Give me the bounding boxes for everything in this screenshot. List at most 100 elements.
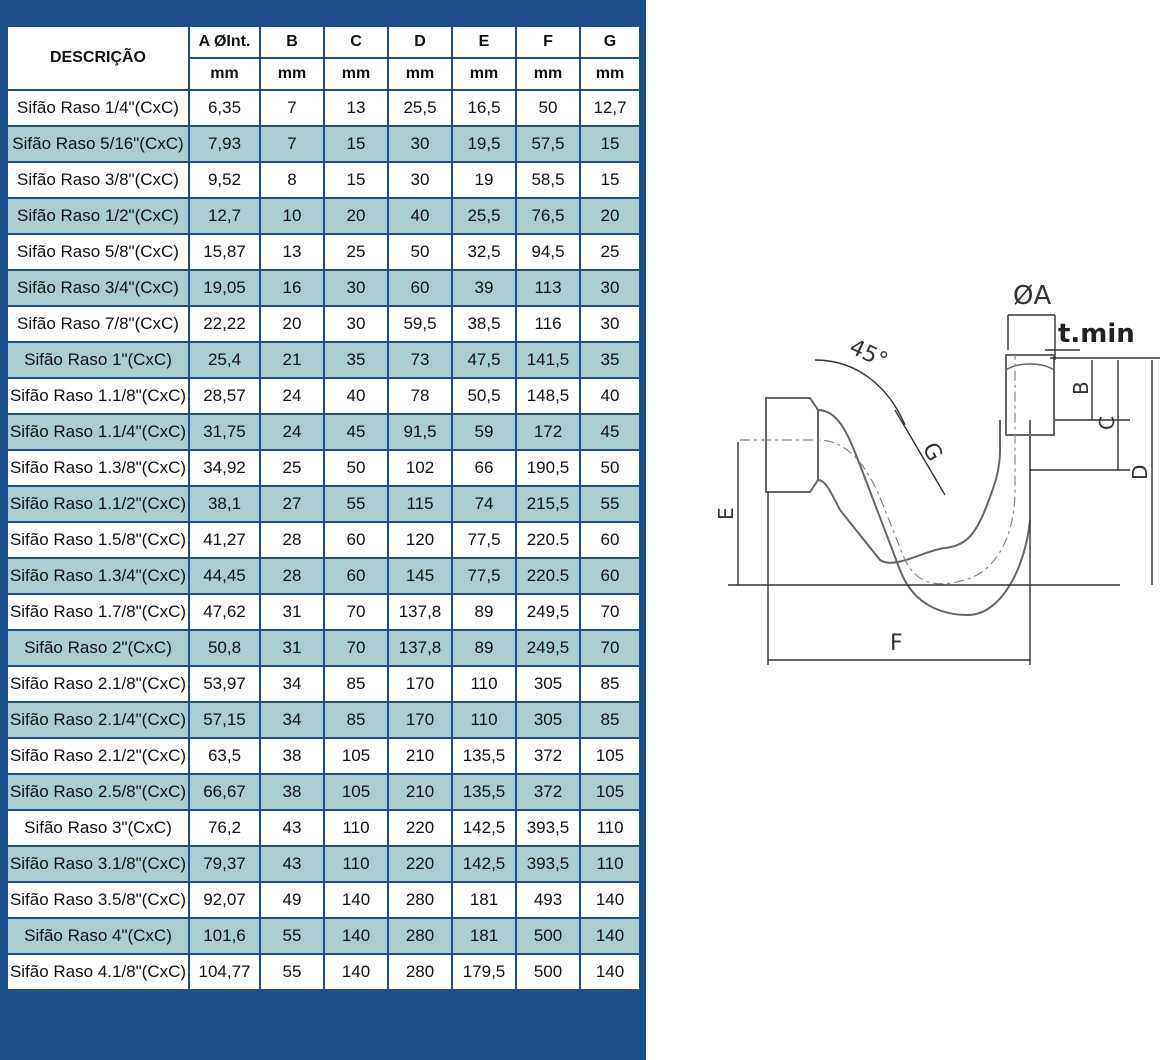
value-cell-c: 105: [323, 737, 389, 775]
value-cell-c: 15: [323, 161, 389, 199]
left-socket: [765, 397, 819, 493]
value-cell-a: 57,15: [188, 701, 261, 739]
value-cell-e: 74: [451, 485, 517, 523]
value-cell-d: 91,5: [387, 413, 453, 451]
value-cell-b: 16: [259, 269, 325, 307]
value-cell-a: 104,77: [188, 953, 261, 991]
col-header-b: B: [259, 25, 325, 59]
value-cell-g: 45: [579, 413, 641, 451]
value-cell-g: 105: [579, 737, 641, 775]
value-cell-c: 70: [323, 629, 389, 667]
value-cell-g: 85: [579, 701, 641, 739]
value-cell-f: 500: [515, 917, 581, 955]
description-cell: Sifão Raso 2.1/2"(CxC): [6, 737, 190, 775]
value-cell-a: 19,05: [188, 269, 261, 307]
value-cell-f: 57,5: [515, 125, 581, 163]
pipe-outer: [817, 409, 1031, 617]
value-cell-c: 105: [323, 773, 389, 811]
value-cell-f: 372: [515, 737, 581, 775]
value-cell-f: 393,5: [515, 809, 581, 847]
value-cell-a: 76,2: [188, 809, 261, 847]
description-cell: Sifão Raso 1.3/8"(CxC): [6, 449, 190, 487]
value-cell-f: 148,5: [515, 377, 581, 415]
description-cell: Sifão Raso 4"(CxC): [6, 917, 190, 955]
unit-d: mm: [387, 57, 453, 91]
description-cell: Sifão Raso 1.1/2"(CxC): [6, 485, 190, 523]
value-cell-g: 25: [579, 233, 641, 271]
value-cell-c: 140: [323, 953, 389, 991]
value-cell-f: 113: [515, 269, 581, 307]
value-cell-a: 50,8: [188, 629, 261, 667]
description-cell: Sifão Raso 4.1/8"(CxC): [6, 953, 190, 991]
label-c: C: [1095, 416, 1119, 430]
value-cell-f: 141,5: [515, 341, 581, 379]
value-cell-b: 7: [259, 89, 325, 127]
value-cell-f: 493: [515, 881, 581, 919]
value-cell-d: 280: [387, 881, 453, 919]
value-cell-d: 220: [387, 809, 453, 847]
value-cell-b: 27: [259, 485, 325, 523]
header-row: DESCRIÇÃO A ØInt. B C D E F G: [6, 25, 641, 91]
value-cell-f: 94,5: [515, 233, 581, 271]
value-cell-d: 120: [387, 521, 453, 559]
value-cell-g: 105: [579, 773, 641, 811]
value-cell-b: 31: [259, 629, 325, 667]
value-cell-g: 15: [579, 125, 641, 163]
value-cell-d: 220: [387, 845, 453, 883]
value-cell-e: 181: [451, 881, 517, 919]
value-cell-e: 77,5: [451, 521, 517, 559]
value-cell-a: 38,1: [188, 485, 261, 523]
label-d: D: [1128, 465, 1152, 480]
description-cell: Sifão Raso 3.5/8"(CxC): [6, 881, 190, 919]
description-cell: Sifão Raso 3.1/8"(CxC): [6, 845, 190, 883]
value-cell-e: 16,5: [451, 89, 517, 127]
col-header-a: A ØInt.: [188, 25, 261, 59]
value-cell-d: 25,5: [387, 89, 453, 127]
description-cell: Sifão Raso 1/4"(CxC): [6, 89, 190, 127]
value-cell-d: 280: [387, 953, 453, 991]
value-cell-c: 13: [323, 89, 389, 127]
value-cell-f: 172: [515, 413, 581, 451]
value-cell-g: 140: [579, 917, 641, 955]
value-cell-e: 19,5: [451, 125, 517, 163]
value-cell-a: 15,87: [188, 233, 261, 271]
value-cell-c: 110: [323, 845, 389, 883]
value-cell-g: 35: [579, 341, 641, 379]
value-cell-g: 15: [579, 161, 641, 199]
value-cell-f: 249,5: [515, 593, 581, 631]
value-cell-e: 19: [451, 161, 517, 199]
value-cell-b: 24: [259, 413, 325, 451]
unit-b: mm: [259, 57, 325, 91]
value-cell-d: 40: [387, 197, 453, 235]
value-cell-b: 38: [259, 737, 325, 775]
value-cell-e: 110: [451, 665, 517, 703]
value-cell-f: 220.5: [515, 521, 581, 559]
value-cell-a: 101,6: [188, 917, 261, 955]
value-cell-b: 7: [259, 125, 325, 163]
value-cell-g: 30: [579, 305, 641, 343]
value-cell-b: 10: [259, 197, 325, 235]
description-cell: Sifão Raso 2.5/8"(CxC): [6, 773, 190, 811]
value-cell-a: 25,4: [188, 341, 261, 379]
value-cell-e: 47,5: [451, 341, 517, 379]
value-cell-g: 110: [579, 809, 641, 847]
value-cell-c: 85: [323, 701, 389, 739]
value-cell-e: 66: [451, 449, 517, 487]
value-cell-b: 25: [259, 449, 325, 487]
value-cell-b: 43: [259, 809, 325, 847]
value-cell-c: 110: [323, 809, 389, 847]
value-cell-f: 500: [515, 953, 581, 991]
description-header: DESCRIÇÃO: [6, 25, 190, 91]
value-cell-a: 7,93: [188, 125, 261, 163]
